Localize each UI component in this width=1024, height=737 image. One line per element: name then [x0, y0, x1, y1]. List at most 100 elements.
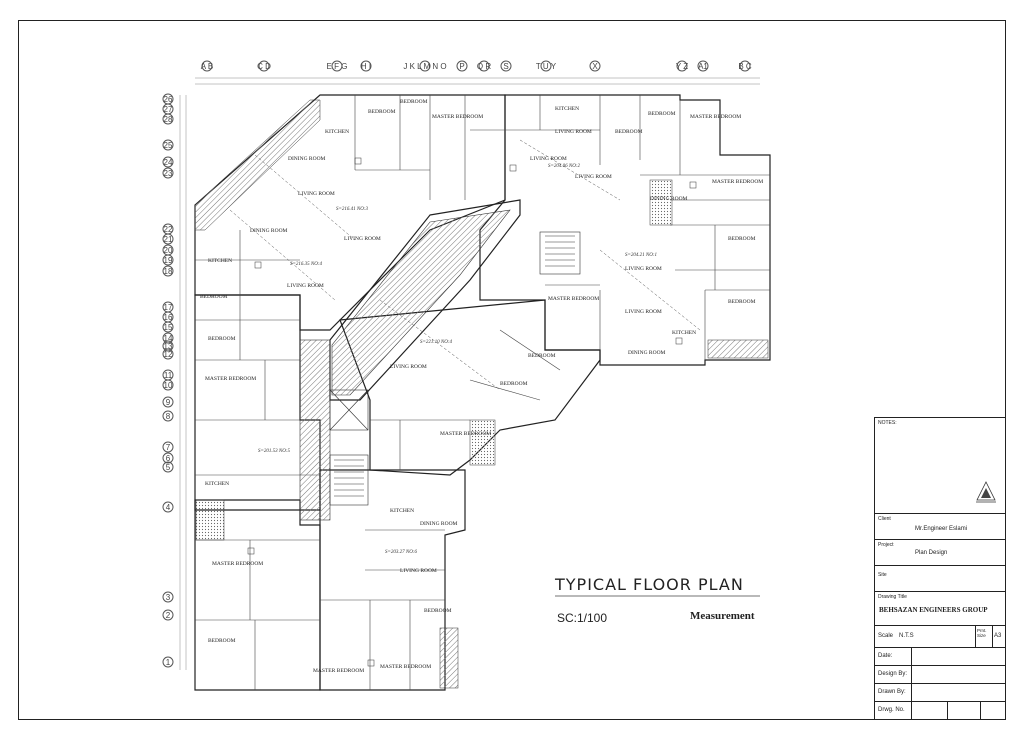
grid-row-1: 1	[162, 656, 174, 668]
svg-text:B C: B C	[738, 62, 752, 71]
room-living: LIVING ROOM	[555, 129, 592, 135]
project-value: Plan Design	[915, 550, 948, 556]
grid-row-11: 11	[162, 369, 174, 381]
drawn-by-row: Drawn By:	[875, 683, 1005, 701]
room-living: LIVING ROOM	[400, 568, 437, 574]
room-bedroom: BEDROOM	[528, 353, 556, 359]
svg-text:A1: A1	[698, 62, 708, 71]
grid-row-15: 15	[162, 321, 174, 333]
client-value: Mr.Engineer Eslami	[915, 526, 968, 532]
grid-row-4: 4	[162, 501, 174, 513]
grid-col-bc: B C	[738, 60, 752, 72]
svg-text:T U Y: T U Y	[536, 62, 557, 71]
room-living: LIVING ROOM	[625, 266, 662, 272]
room-living: LIVING ROOM	[575, 174, 612, 180]
paper-size-value: A3	[994, 633, 1002, 639]
svg-text:1: 1	[166, 658, 171, 667]
svg-text:9: 9	[166, 398, 171, 407]
room-living: LIVING ROOM	[287, 283, 324, 289]
grid-row-18: 18	[162, 265, 174, 277]
svg-text:X: X	[592, 62, 598, 71]
room-master-bedroom: MASTER BEDROOM	[380, 664, 431, 670]
notes-section: NOTES:	[875, 418, 1005, 513]
unit-area-labels: S=204.06 NO:2 S=204.21 NO:1 S=221.10 NO:…	[258, 164, 657, 555]
drawing-title: TYPICAL FLOOR PLAN	[555, 575, 744, 594]
room-bedroom: BEDROOM	[400, 99, 428, 105]
grid-row-25: 25	[162, 139, 174, 151]
grid-row-28: 28	[162, 113, 174, 125]
grid-row-17: 17	[162, 301, 174, 313]
design-by-label: Design By:	[878, 671, 908, 677]
svg-text:2: 2	[166, 611, 171, 620]
svg-text:17: 17	[164, 303, 173, 312]
room-living: LIVING ROOM	[625, 309, 662, 315]
room-dining: DINING ROOM	[650, 196, 688, 202]
svg-text:26: 26	[164, 95, 173, 104]
svg-text:25: 25	[164, 141, 173, 150]
grid-row-23: 23	[162, 167, 174, 179]
unit-area: S=204.21 NO:1	[625, 253, 657, 258]
stair-cores	[329, 231, 581, 506]
room-living: LIVING ROOM	[390, 364, 427, 370]
svg-text:H I: H I	[361, 62, 371, 71]
drawn-by-label: Drawn By:	[878, 689, 906, 695]
room-master-bedroom: MASTER BEDROOM	[313, 668, 364, 674]
room-master-bedroom: MASTER BEDROOM	[712, 179, 763, 185]
grid-col-a1: A1	[697, 60, 709, 72]
grid-row-14: 14	[162, 332, 174, 344]
svg-text:19: 19	[164, 256, 173, 265]
room-dining: DINING ROOM	[628, 350, 666, 356]
svg-text:P: P	[459, 62, 464, 71]
room-living: LIVING ROOM	[344, 236, 381, 242]
room-bedroom: BEDROOM	[208, 638, 236, 644]
room-dining: DINING ROOM	[250, 228, 288, 234]
svg-text:8: 8	[166, 412, 171, 421]
scale-label: Scale	[878, 633, 894, 639]
grid-row-21: 21	[162, 233, 174, 245]
site-row: Site	[875, 565, 1005, 591]
project-label: Project	[878, 542, 894, 548]
svg-text:24: 24	[164, 158, 173, 167]
room-bedroom: BEDROOM	[728, 236, 756, 242]
unit-area: S=216.35 NO:4	[290, 262, 322, 267]
room-dining: DINING ROOM	[288, 156, 326, 162]
grid-row-12: 12	[162, 348, 174, 360]
scale-row: Scale N.T.S Prnt. Size A3	[875, 625, 1005, 647]
unit-area: S=216.41 NO:3	[336, 207, 368, 212]
dashed-lines	[229, 139, 701, 391]
scale-value: N.T.S	[899, 633, 914, 639]
room-bedroom: BEDROOM	[728, 299, 756, 305]
svg-text:5: 5	[166, 463, 171, 472]
grid-col-yz: Y Z	[676, 60, 688, 72]
grid-row-7: 7	[162, 441, 174, 453]
room-master-bedroom: MASTER BEDROOM	[432, 114, 483, 120]
fixtures	[247, 157, 697, 667]
paper-size-label: Prnt. Size	[977, 628, 987, 638]
unit-area: S=203.27 NO:6	[385, 550, 417, 555]
grid-row-24: 24	[162, 156, 174, 168]
grid-row-2: 2	[162, 609, 174, 621]
svg-text:13: 13	[164, 342, 173, 351]
room-bedroom: BEDROOM	[500, 381, 528, 387]
grid-col-cd: C D	[257, 60, 271, 72]
svg-text:12: 12	[164, 350, 173, 359]
svg-text:C D: C D	[257, 62, 271, 71]
grid-col-s: S	[500, 60, 512, 72]
svg-text:22: 22	[164, 225, 173, 234]
grid-row-20: 20	[162, 244, 174, 256]
interior-partitions	[195, 95, 770, 690]
svg-text:15: 15	[164, 323, 173, 332]
grid-row-6: 6	[162, 452, 174, 464]
room-kitchen: KITCHEN	[205, 481, 229, 487]
room-master-bedroom: MASTER BEDROOM	[205, 376, 256, 382]
room-master-bedroom: MASTER BEDROOM	[548, 296, 599, 302]
design-by-row: Design By:	[875, 665, 1005, 683]
svg-text:16: 16	[164, 313, 173, 322]
svg-text:20: 20	[164, 246, 173, 255]
room-bedroom: BEDROOM	[200, 294, 228, 300]
company-logo-icon	[976, 481, 996, 503]
grid-col-p: P	[456, 60, 468, 72]
room-living: LIVING ROOM	[298, 191, 335, 197]
grid-col-jklmno: J K L M N O	[403, 60, 447, 72]
